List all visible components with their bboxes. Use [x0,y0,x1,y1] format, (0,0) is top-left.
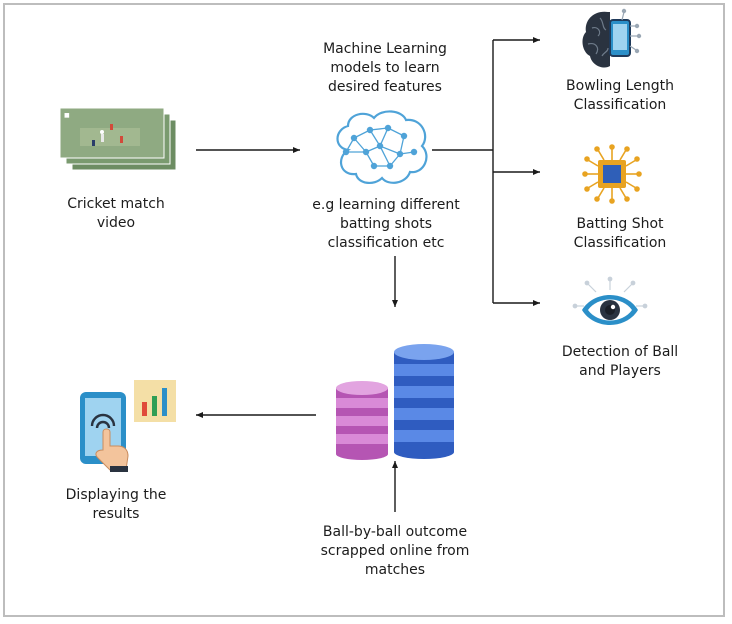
batting-label: Batting Shot Classification [540,215,700,253]
display-label-line1: Displaying the [65,487,167,503]
neural-brain-icon [336,110,428,184]
database-label-line2: scrapped online from [320,543,470,559]
eye-icon [572,276,648,325]
bowling-label: Bowling Length Classification [540,77,700,115]
ml-description-label: Machine Learning models to learn desired… [300,40,470,97]
database-label-line3: matches [364,562,426,578]
ml-example-line1: e.g learning different [312,197,460,213]
video-label-line1: Cricket match [67,196,165,212]
database-label-line1: Ball-by-ball outcome [322,524,468,540]
bowling-label-line2: Classification [573,97,667,113]
ml-example-line3: classification etc [327,235,445,251]
batting-label-line1: Batting Shot [576,216,664,232]
ml-example-label: e.g learning different batting shots cla… [296,196,476,253]
ml-line1: Machine Learning [323,41,447,57]
display-label: Displaying the results [52,486,180,524]
cpu-chip-icon [582,144,642,204]
video-thumbnails-icon: ■ [59,107,177,171]
phone-touch-chart-icon [80,380,176,472]
ml-example-line2: batting shots [339,216,433,232]
svg-text:■: ■ [64,112,70,119]
display-label-line2: results [92,506,140,522]
database-label: Ball-by-ball outcome scrapped online fro… [310,523,480,580]
bowling-label-line1: Bowling Length [566,78,674,94]
video-label: Cricket match video [52,195,180,233]
brain-phone-icon [582,8,642,68]
detection-label-line2: and Players [579,363,661,379]
batting-label-line2: Classification [573,235,667,251]
detection-label: Detection of Ball and Players [540,343,700,381]
ml-line3: desired features [328,79,442,95]
database-icon [336,344,454,460]
detection-label-line1: Detection of Ball [561,344,679,360]
ml-line2: models to learn [330,60,440,76]
video-label-line2: video [96,215,136,231]
